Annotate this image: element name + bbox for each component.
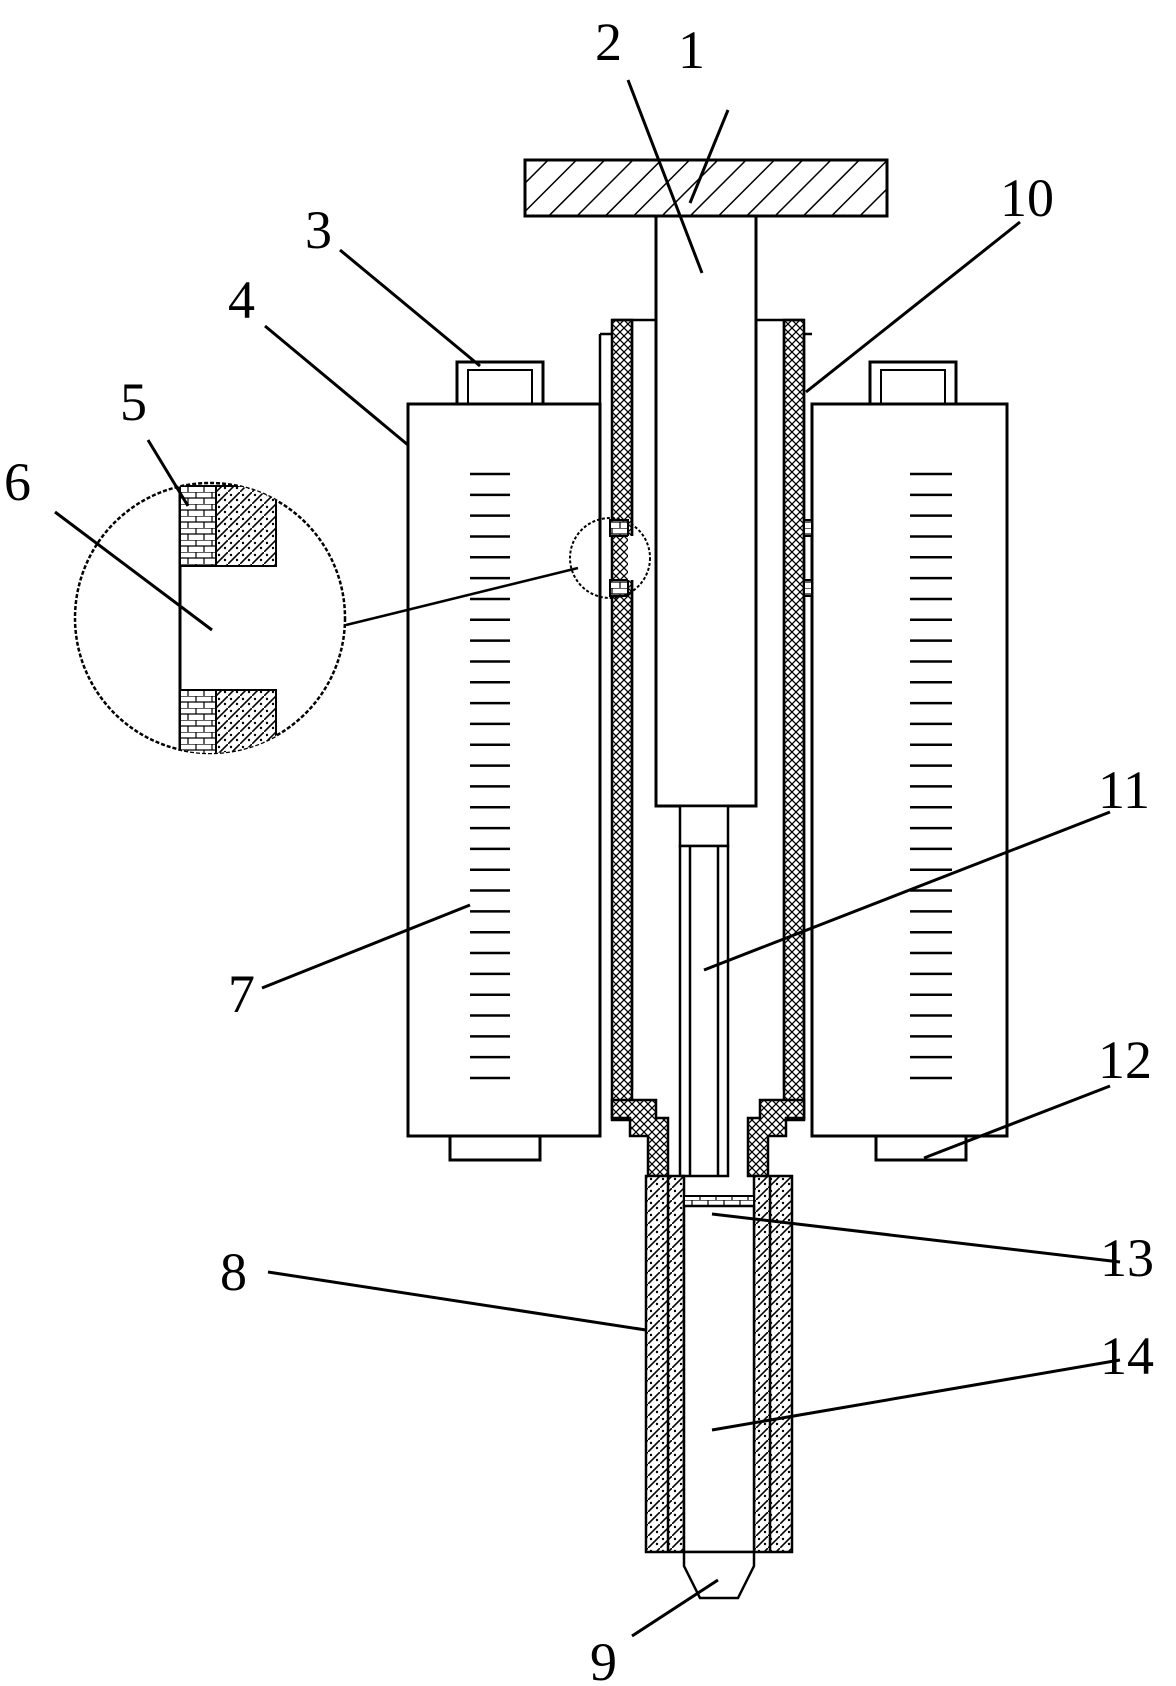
- leader-13: [711, 1212, 1121, 1264]
- leader-14: [711, 1358, 1121, 1432]
- filter-mesh: [683, 1195, 755, 1207]
- detail-brick-bottom: [179, 689, 217, 753]
- left-graduation-marks: [470, 472, 510, 1080]
- inner-rod-upper: [678, 804, 730, 848]
- bottom-lug-left: [448, 1134, 542, 1162]
- label-6: 6: [4, 452, 31, 512]
- leader-9: [631, 1578, 719, 1638]
- label-7: 7: [228, 964, 255, 1024]
- step-flange-left: [610, 1098, 670, 1178]
- detail-connector-line: [345, 566, 579, 627]
- leader-8: [267, 1270, 647, 1332]
- barrel-wall-left: [610, 318, 634, 1122]
- label-13: 13: [1100, 1228, 1154, 1288]
- barrel-window-right-top: [803, 519, 813, 537]
- step-flange-right: [746, 1098, 806, 1178]
- inner-rod: [678, 844, 730, 1178]
- barrel-window-left-top: [609, 519, 629, 537]
- label-12: 12: [1098, 1030, 1152, 1090]
- needle-tip: [682, 1550, 756, 1600]
- leader-7: [261, 903, 471, 990]
- needle-body: [682, 1204, 756, 1554]
- label-9: 9: [590, 1632, 617, 1686]
- barrel-window-left-bottom: [609, 579, 629, 597]
- leader-5: [146, 439, 190, 507]
- detail-marker-circle: [569, 517, 651, 599]
- label-5: 5: [120, 372, 147, 432]
- detail-view: [73, 481, 347, 755]
- leader-1: [688, 109, 730, 204]
- plunger-rod: [654, 214, 758, 808]
- right-scale-block: [810, 402, 1009, 1138]
- label-3: 3: [305, 200, 332, 260]
- top-lug-right: [868, 360, 958, 406]
- label-11: 11: [1098, 760, 1150, 820]
- leader-12: [923, 1084, 1111, 1160]
- label-2: 2: [595, 12, 622, 72]
- detail-hatch-bottom: [215, 689, 277, 753]
- top-lug-left: [455, 360, 545, 406]
- leader-2: [626, 79, 704, 274]
- left-scale-block: [406, 402, 602, 1138]
- label-4: 4: [228, 270, 255, 330]
- leader-4: [264, 324, 409, 447]
- label-10: 10: [1000, 168, 1054, 228]
- barrel-window-right-bottom: [803, 579, 813, 597]
- leader-11: [703, 810, 1111, 972]
- leader-3: [339, 248, 481, 368]
- leader-10: [805, 220, 1021, 394]
- detail-hatch-top: [215, 485, 277, 567]
- label-8: 8: [220, 1242, 247, 1302]
- handle-plate: [523, 158, 889, 218]
- needle-housing-left: [644, 1174, 686, 1554]
- label-1: 1: [678, 20, 705, 80]
- leader-6: [54, 510, 213, 632]
- right-graduation-marks: [910, 472, 952, 1080]
- detail-brick-top: [179, 485, 217, 567]
- barrel-wall-right: [782, 318, 806, 1122]
- label-14: 14: [1100, 1326, 1154, 1386]
- needle-housing-right: [752, 1174, 794, 1554]
